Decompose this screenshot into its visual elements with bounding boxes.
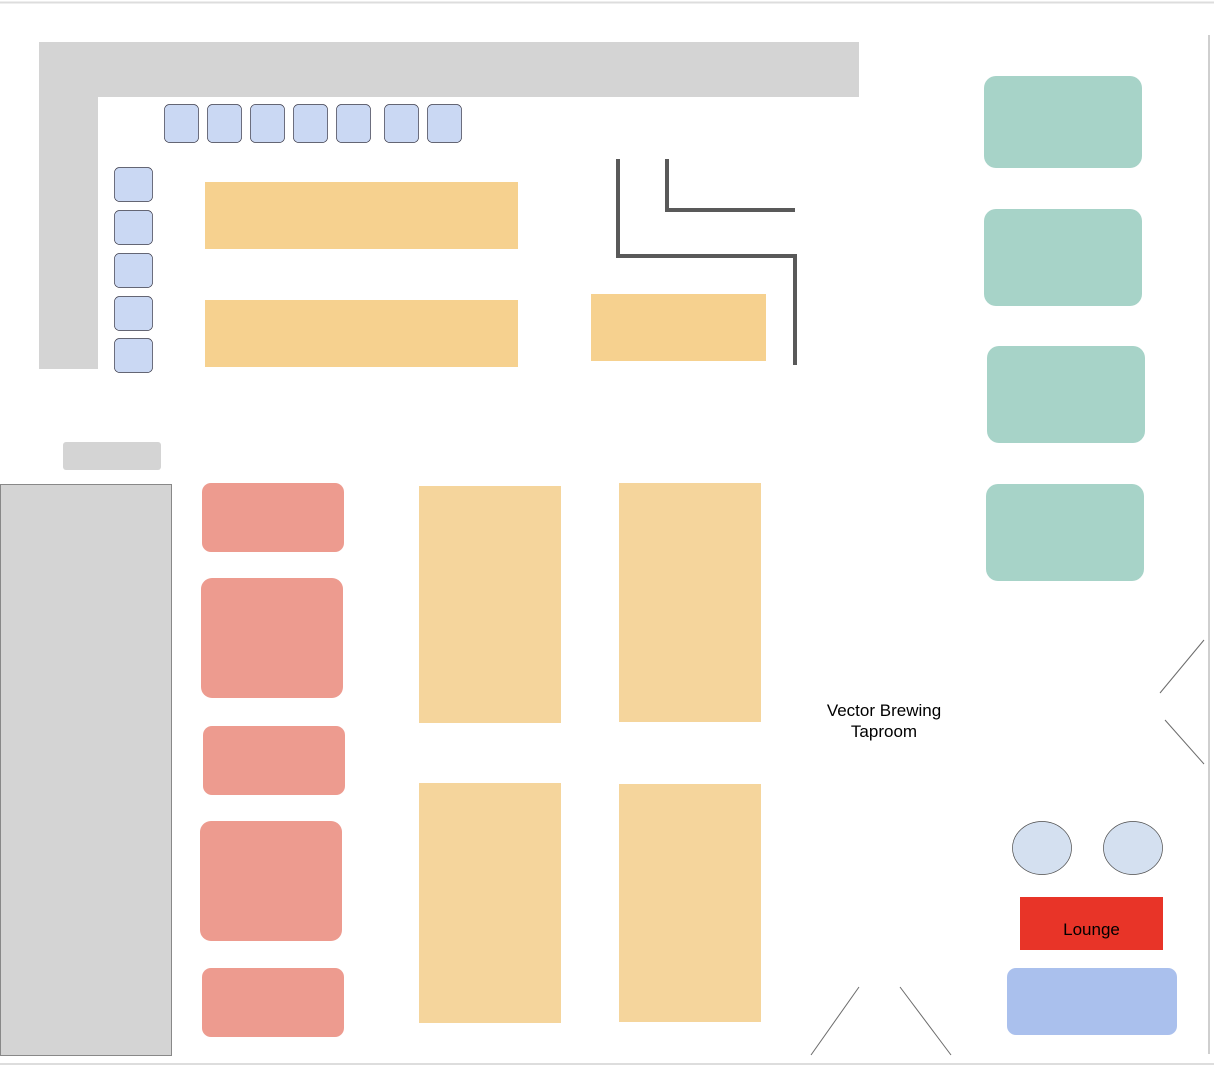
host-stand — [63, 442, 161, 470]
green-booth[interactable] — [984, 76, 1142, 168]
bar-stool[interactable] — [250, 104, 285, 143]
bar-stool[interactable] — [114, 296, 153, 331]
bar-counter-top — [39, 42, 859, 97]
red-booth[interactable] — [203, 726, 345, 795]
main-door-leaf-right — [899, 986, 952, 1056]
lounge-table[interactable] — [1020, 897, 1163, 950]
green-booth[interactable] — [986, 484, 1144, 581]
bar-stool[interactable] — [114, 210, 153, 245]
high-table[interactable] — [205, 300, 518, 367]
lounge-area: Lounge — [1007, 821, 1177, 1035]
bar-stool[interactable] — [293, 104, 328, 143]
back-counter — [0, 484, 172, 1056]
high-table[interactable] — [591, 294, 766, 361]
bar-counter — [39, 42, 859, 369]
red-booth[interactable] — [202, 968, 344, 1037]
taproom-title: Vector Brewing — [827, 701, 941, 720]
bar-stool[interactable] — [114, 253, 153, 288]
lounge-label: Lounge — [1063, 920, 1120, 939]
bar-stool[interactable] — [114, 167, 153, 202]
bar-stool[interactable] — [384, 104, 419, 143]
side-door-leaf-lower — [1164, 719, 1205, 765]
side-door-leaf-upper — [1159, 639, 1205, 694]
red-booths — [200, 483, 345, 1037]
green-booths — [984, 76, 1145, 581]
bar-counter-side — [39, 42, 98, 369]
bar-stools-left-column — [114, 167, 153, 373]
long-table[interactable] — [619, 784, 761, 1022]
bar-stool[interactable] — [207, 104, 242, 143]
lounge-sofa[interactable] — [1007, 968, 1177, 1035]
red-booth[interactable] — [202, 483, 344, 552]
high-tables — [205, 182, 766, 367]
lounge-round-seat[interactable] — [1103, 821, 1163, 875]
long-table[interactable] — [419, 783, 561, 1023]
green-booth[interactable] — [984, 209, 1142, 306]
main-door-leaf-left — [810, 986, 860, 1056]
bar-stool[interactable] — [427, 104, 462, 143]
taproom-subtitle: Taproom — [851, 722, 917, 741]
long-table[interactable] — [419, 486, 561, 723]
divider-partitions — [616, 159, 797, 365]
red-booth[interactable] — [201, 578, 343, 698]
long-table[interactable] — [619, 483, 761, 722]
main-entrance-door — [810, 986, 952, 1056]
bar-stool[interactable] — [114, 338, 153, 373]
lounge-round-seat[interactable] — [1012, 821, 1072, 875]
long-tables — [419, 483, 761, 1023]
side-entrance-door — [1159, 639, 1205, 765]
bar-stool[interactable] — [336, 104, 371, 143]
bar-stools-top-row — [164, 104, 462, 143]
bar-stool[interactable] — [164, 104, 199, 143]
green-booth[interactable] — [987, 346, 1145, 443]
divider-wall-inner — [665, 159, 795, 212]
red-booth[interactable] — [200, 821, 342, 941]
divider-wall-outer — [616, 159, 797, 365]
high-table[interactable] — [205, 182, 518, 249]
